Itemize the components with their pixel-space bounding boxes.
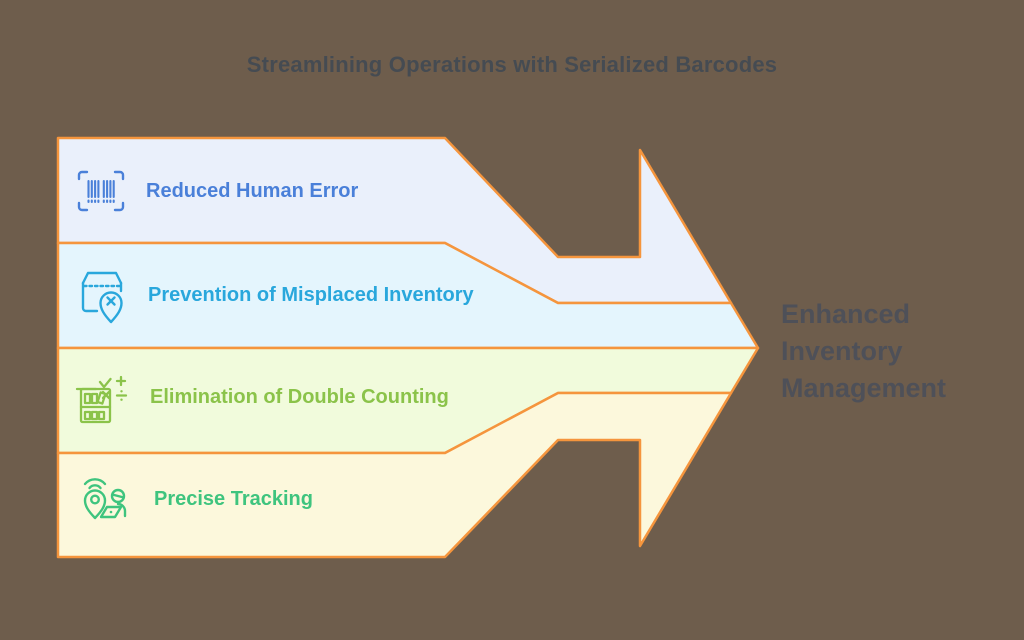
band-label: Reduced Human Error bbox=[146, 179, 359, 202]
band-label: Precise Tracking bbox=[154, 487, 313, 510]
box-location-x-icon bbox=[81, 271, 123, 324]
page-title: Streamlining Operations with Serialized … bbox=[246, 52, 778, 77]
band-4-shape bbox=[56, 391, 733, 559]
shelf-math-icon bbox=[75, 375, 128, 424]
barcode-scan-icon bbox=[77, 170, 125, 212]
band-row-elimination-double-counting: Elimination of Double Counting bbox=[74, 366, 449, 428]
band-label: Elimination of Double Counting bbox=[150, 385, 449, 408]
band-row-reduced-human-error: Reduced Human Error bbox=[76, 160, 358, 222]
band-row-prevention-misplaced-inventory: Prevention of Misplaced Inventory bbox=[76, 264, 474, 326]
result-label: Enhanced Inventory Management bbox=[781, 299, 947, 403]
band-label: Prevention of Misplaced Inventory bbox=[148, 283, 474, 306]
band-row-precise-tracking: Precise Tracking bbox=[74, 468, 313, 530]
location-pin-signal-icon bbox=[83, 478, 127, 520]
